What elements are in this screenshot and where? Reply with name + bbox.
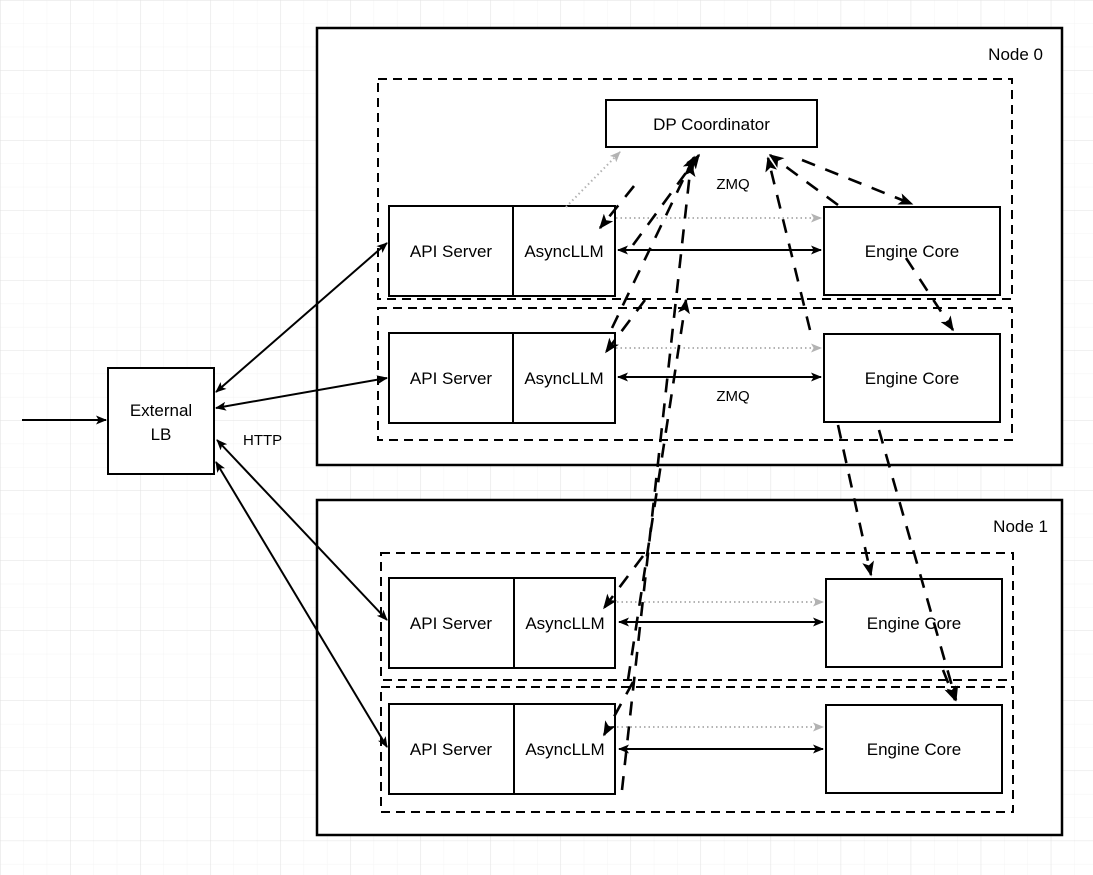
node-1-row-1-group bbox=[380, 686, 1014, 813]
node-0-row-1-api-async-box bbox=[388, 332, 616, 424]
external-lb-box bbox=[107, 367, 215, 475]
node-0-row-0-async-llm-label: AsyncLLM bbox=[524, 242, 603, 261]
node-1-row-1-api-async-box bbox=[388, 703, 616, 795]
node-1-row-1-engine-core-label: Engine Core bbox=[867, 740, 962, 759]
external-lb-label-line2: LB bbox=[151, 425, 172, 444]
node-0-row-0-engine-core-box bbox=[823, 206, 1001, 296]
zmq-label-node0-row1: ZMQ bbox=[716, 388, 749, 405]
dp-edge-to-node1-row1-engine bbox=[877, 429, 959, 702]
zmq-label-node0-row0: ZMQ bbox=[716, 176, 749, 193]
dp-coordinator-label: DP Coordinator bbox=[653, 115, 770, 134]
dp-coordinator-box bbox=[605, 99, 818, 148]
node-0-row-1-engine-core-box bbox=[823, 333, 1001, 423]
dotted-edge-asyncllm-to-coordinator bbox=[565, 151, 621, 208]
dp-edge-node0-row0-asyncllm bbox=[631, 153, 701, 246]
dp-stub-node1-row0-asyncllm bbox=[602, 555, 645, 610]
node-0-row-0-engine-core-label: Engine Core bbox=[865, 242, 960, 261]
http-edge-node1-row1 bbox=[215, 461, 388, 748]
node-1-row-0-engine-core-box bbox=[825, 578, 1003, 668]
node-0-row-0-api-async-box bbox=[388, 205, 616, 297]
http-edge-node0-row1 bbox=[215, 375, 388, 411]
node-1-row-0-async-llm-label: AsyncLLM bbox=[525, 614, 604, 633]
node-0-row-1-api-server-label: API Server bbox=[410, 369, 493, 388]
dp-edge-node0-row1-asyncllm bbox=[610, 155, 696, 329]
node-0-row-1-engine-core-label: Engine Core bbox=[865, 369, 960, 388]
node-1-row-0-api-server-label: API Server bbox=[410, 614, 493, 633]
node-1-row-1-async-llm-label: AsyncLLM bbox=[525, 740, 604, 759]
dp-edge-to-node1-row0-engine bbox=[836, 424, 874, 577]
http-label: HTTP bbox=[243, 432, 282, 449]
node-0-row-0-group bbox=[377, 78, 1013, 300]
node-1-row-0-group bbox=[380, 552, 1014, 681]
dp-edge-node0-row1-engine bbox=[765, 156, 812, 331]
dp-edge-node1-row0-engine-to-row1 bbox=[941, 669, 957, 702]
http-edge-node0-row0 bbox=[215, 242, 388, 393]
node-1-row-1-engine-core-box bbox=[825, 704, 1003, 794]
dp-stub-node1-row1-asyncllm bbox=[602, 681, 635, 737]
node-0-label: Node 0 bbox=[988, 45, 1043, 64]
dp-edge-node1-row1-asyncllm bbox=[620, 161, 696, 791]
dp-stub-node0-row1-asyncllm bbox=[604, 299, 647, 354]
external-lb-label-line1: External bbox=[130, 401, 192, 420]
node-1-row-1-api-server-label: API Server bbox=[410, 740, 493, 759]
node-1-row-0-api-async-box bbox=[388, 577, 616, 669]
dp-edge-to-node0-row0-engine bbox=[801, 158, 914, 206]
node-0-row-1-group bbox=[377, 307, 1013, 441]
node-1-label: Node 1 bbox=[993, 517, 1048, 536]
node-0-row-1-async-llm-label: AsyncLLM bbox=[524, 369, 603, 388]
node-1-row-0-engine-core-label: Engine Core bbox=[867, 614, 962, 633]
node-0-row-0-api-server-label: API Server bbox=[410, 242, 493, 261]
dp-stub-node0-row0-asyncllm bbox=[598, 185, 636, 230]
